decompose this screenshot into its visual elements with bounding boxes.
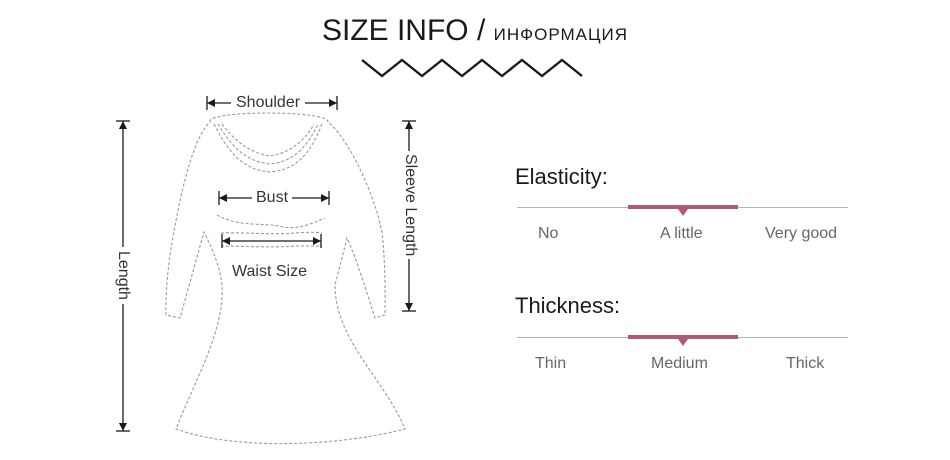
length-label: Length <box>115 247 132 304</box>
bust-label: Bust <box>252 190 293 206</box>
title-main: SIZE INFO <box>321 14 469 47</box>
zigzag-divider-icon <box>361 58 583 78</box>
sleeve-length-label: Sleeve Length <box>402 151 419 260</box>
thickness-title: Thickness: <box>515 293 621 318</box>
elasticity-option-very-good: Very good <box>765 225 838 242</box>
thickness-option-thick: Thick <box>786 355 825 372</box>
thickness-option-thin: Thin <box>535 355 567 372</box>
thickness-option-medium: Medium <box>651 355 708 372</box>
dress-outline-diagram <box>116 96 416 445</box>
title-separator: / <box>476 14 486 47</box>
elasticity-option-no: No <box>538 225 559 242</box>
thickness-pointer-icon <box>678 339 688 346</box>
thickness-selected-marker <box>628 335 738 339</box>
elasticity-option-a-little: A little <box>660 225 703 242</box>
elasticity-pointer-icon <box>678 209 688 216</box>
title-subtitle: ИНФОРМАЦИЯ <box>493 25 629 44</box>
waist-size-label: Waist Size <box>230 263 309 280</box>
shoulder-label: Shoulder <box>231 95 306 111</box>
elasticity-selected-marker <box>628 205 738 209</box>
page-title: SIZE INFO / ИНФОРМАЦИЯ <box>0 14 950 48</box>
elasticity-title: Elasticity: <box>515 164 608 189</box>
